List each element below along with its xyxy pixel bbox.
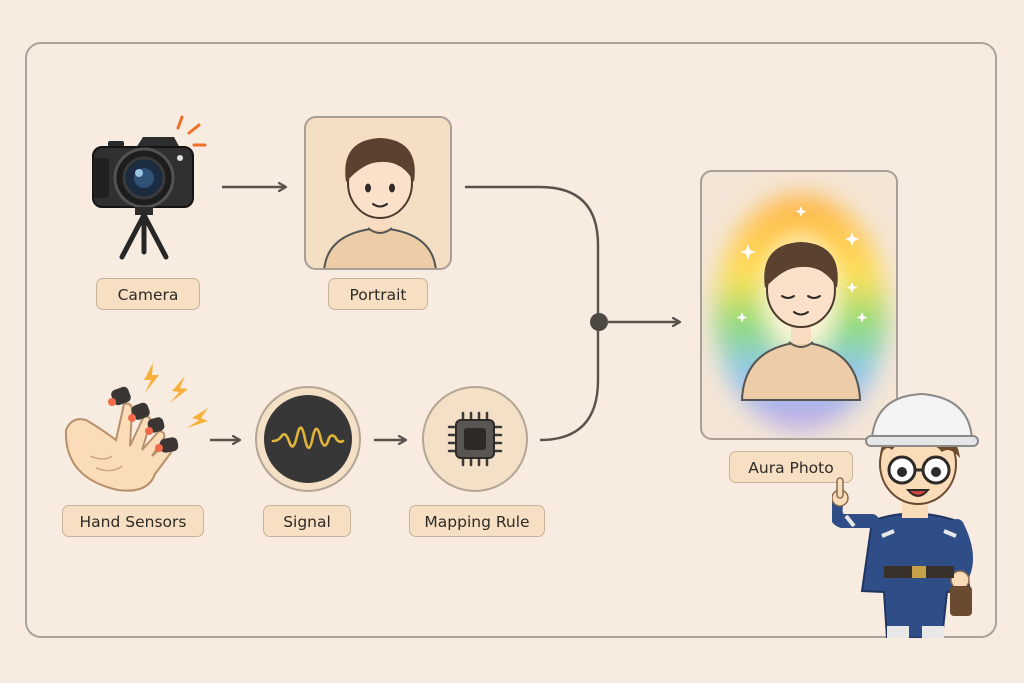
hand-sensors-icon — [64, 363, 208, 492]
aura-photo-label: Aura Photo — [729, 451, 853, 483]
portrait-label: Portrait — [328, 278, 428, 310]
signal-wave-icon — [264, 395, 352, 483]
signal-disc — [255, 386, 361, 492]
portrait-person-illustration — [323, 138, 437, 268]
merge-node — [590, 313, 608, 331]
diagram-frame — [25, 42, 997, 638]
camera-icon — [92, 115, 207, 260]
aura-photo-card — [700, 170, 898, 440]
mapping-rule-label: Mapping Rule — [409, 505, 545, 537]
connector-portrait-to-merge — [465, 185, 600, 322]
mapping-rule-disc — [422, 386, 528, 492]
aura-person-illustration — [715, 194, 887, 430]
camera-label: Camera — [96, 278, 200, 310]
engineer-mascot-illustration — [832, 392, 979, 638]
signal-label: Signal — [263, 505, 351, 537]
hand-sensors-label: Hand Sensors — [62, 505, 204, 537]
portrait-card — [304, 116, 452, 270]
chip-icon — [447, 411, 503, 467]
connector-mapping-to-merge — [539, 322, 600, 442]
